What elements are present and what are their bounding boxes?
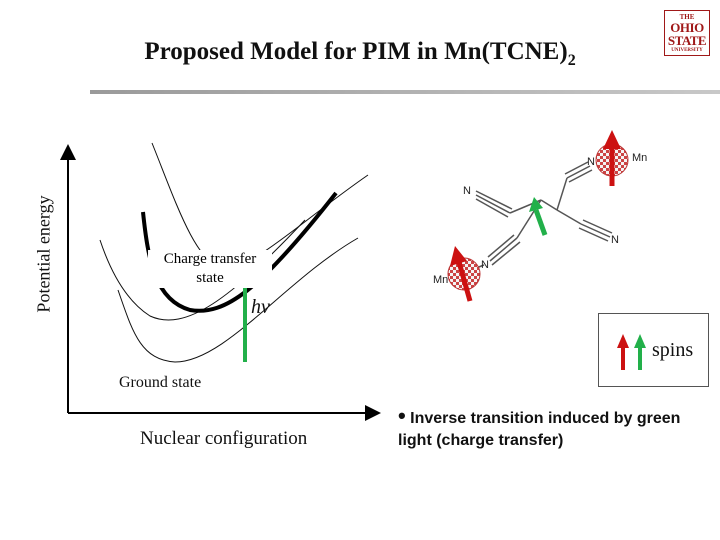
title-subscript: 2 [567,52,576,69]
bullet-marker: • [398,403,406,428]
bond-n-right-3 [578,227,609,242]
bond-top-arm [556,177,568,211]
logo-line-3: STATE [667,33,707,48]
bond-n-upper-left-3 [475,198,509,218]
bond-n-bottom [489,237,518,262]
bond-n-bottom-2 [487,234,515,258]
title-text: Proposed Model for PIM in Mn(TCNE) [144,38,568,65]
bond-n-upper-left-2 [475,190,513,210]
ground-state-label: Ground state [119,374,202,391]
logo-line-4: UNIVERSITY [671,48,703,53]
ground-state-curve [117,237,359,363]
bond-n-right [580,223,611,238]
bond-n-right-2 [582,219,613,234]
slide-title: Proposed Model for PIM in Mn(TCNE)2 [90,38,630,70]
x-axis-label: Nuclear configuration [140,428,308,449]
bond-center [540,199,558,211]
mn-top-label: Mn [632,152,648,164]
mn-bottom-label: Mn [433,274,449,286]
charge-transfer-line-2: state [196,270,224,286]
n-bottom-label: N [481,259,489,271]
charge-transfer-label: Charge transfer state [148,250,272,288]
legend-green-spin-icon [634,334,646,348]
bond-n-top-3 [568,169,593,183]
mn-bottom-spin-line [456,261,473,302]
logo-line-1: THE [679,13,695,21]
tcne-spin-line [533,209,548,236]
title-divider [90,90,720,94]
tcne-spin-arrow-icon [529,197,543,212]
photon-label: hν [251,296,270,318]
bond-right-arm [556,209,582,225]
bullet-text: Inverse transition induced by green ligh… [398,410,681,449]
y-axis-label-text: Potential energy [33,195,54,313]
bond-n-bottom-3 [491,241,521,266]
university-logo: THE OHIO STATE UNIVERSITY [664,10,710,56]
charge-transfer-line-1: Charge transfer [163,251,257,267]
bond-n-top [566,165,591,179]
logo-line-2: OHIO [670,20,704,35]
bond-n-top-2 [564,161,589,175]
mn-bottom-spin-arrow-icon [450,246,467,266]
n-upper-left-label: N [463,185,471,197]
spins-legend-label: spins [652,339,694,361]
n-right-label: N [611,234,619,246]
legend-red-spin-icon [617,334,629,348]
n-top-label: N [587,156,595,168]
bond-n-upper-left [475,194,511,214]
bullet-point: • Inverse transition induced by green li… [398,405,718,452]
mn-top-spin-arrow-icon [603,130,621,149]
